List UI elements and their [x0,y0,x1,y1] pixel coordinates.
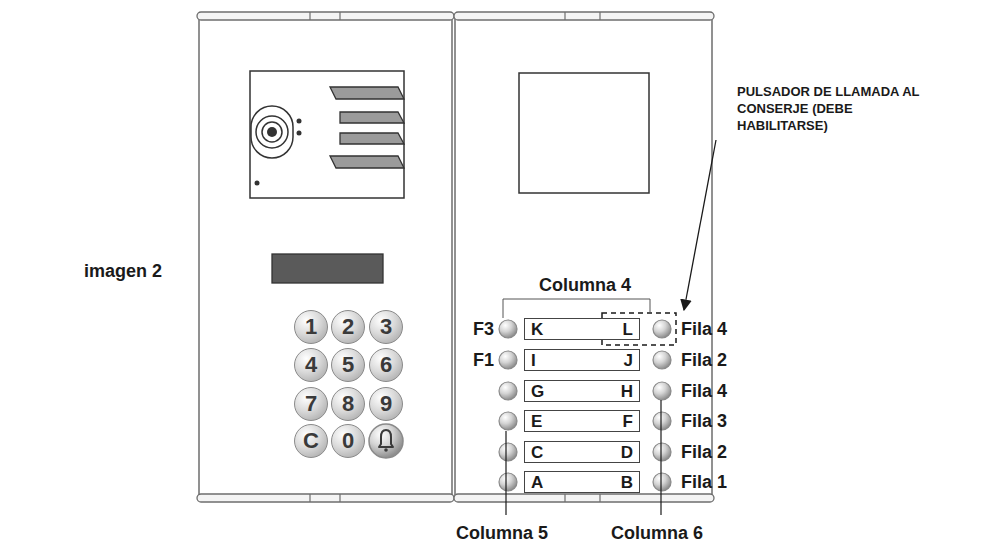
keypad-key: 7 [294,387,328,421]
apartment-letter: L [623,321,633,338]
keypad-key: 8 [331,387,365,421]
label-divider [602,318,604,340]
keypad-display [272,254,383,283]
column-label: Columna 5 [456,523,548,544]
column-bracket [503,299,650,318]
leader-line [660,400,661,515]
key-character: 8 [342,393,354,415]
apartment-letter: J [624,352,633,369]
speaker-grille [330,87,404,168]
keypad-key: 1 [294,310,328,344]
row-label: Fila 3 [681,411,727,432]
left-module [199,16,452,498]
keypad-key: 9 [369,387,403,421]
keypad-key: 5 [331,348,365,382]
row-label: Fila 1 [681,472,727,493]
row-label: Fila 2 [681,350,727,371]
key-character: C [303,430,319,452]
frame-caps [197,12,714,502]
camera-window [250,71,404,198]
row-label: Fila 2 [681,442,727,463]
key-character: 2 [342,316,354,338]
apartment-letter: K [531,321,543,338]
keypad-key: 6 [369,348,403,382]
column-label: Columna 6 [611,523,703,544]
callout-note: PULSADOR DE LLAMADA AL CONSERJE (DEBE HA… [737,84,922,135]
concierge-highlight [602,313,676,345]
keypad-key: 2 [331,310,365,344]
keypad-key: 4 [294,348,328,382]
name-label-strip: CD [524,441,640,463]
column-label: Columna 4 [539,275,631,296]
callout-arrow [684,140,716,310]
key-character: 6 [380,354,392,376]
key-character: 4 [305,354,317,376]
screen [519,73,649,193]
key-character: 7 [305,393,317,415]
key-character: 9 [380,393,392,415]
key-character: 5 [342,354,354,376]
row-label: Fila 4 [681,381,727,402]
apartment-letter: G [531,383,544,400]
keypad-key: C [294,424,328,458]
leader-line [505,431,506,515]
name-label-strip: EF [524,410,640,432]
figure-label: imagen 2 [84,261,162,282]
apartment-letter: D [621,444,633,461]
key-character: 1 [305,316,317,338]
microphone-hole [255,181,260,186]
function-label: F1 [473,350,494,371]
apartment-letter: B [621,474,633,491]
keypad-key: 3 [369,310,403,344]
apartment-letter: C [531,444,543,461]
key-character: 0 [342,430,354,452]
name-label-strip: IJ [524,349,640,371]
name-label-strip: AB [524,471,640,493]
apartment-letter: I [531,352,536,369]
name-label-strip: GH [524,380,640,402]
key-character: 3 [380,316,392,338]
apartment-letter: E [531,413,542,430]
function-label: F3 [473,319,494,340]
name-label-strip: KL [524,318,640,340]
apartment-letter: F [623,413,633,430]
right-module [455,16,712,498]
apartment-letter: H [621,383,633,400]
row-label: Fila 4 [681,319,727,340]
apartment-letter: A [531,474,543,491]
keypad-key: 0 [331,424,365,458]
camera-lens [251,106,302,158]
bell-key [369,424,403,458]
